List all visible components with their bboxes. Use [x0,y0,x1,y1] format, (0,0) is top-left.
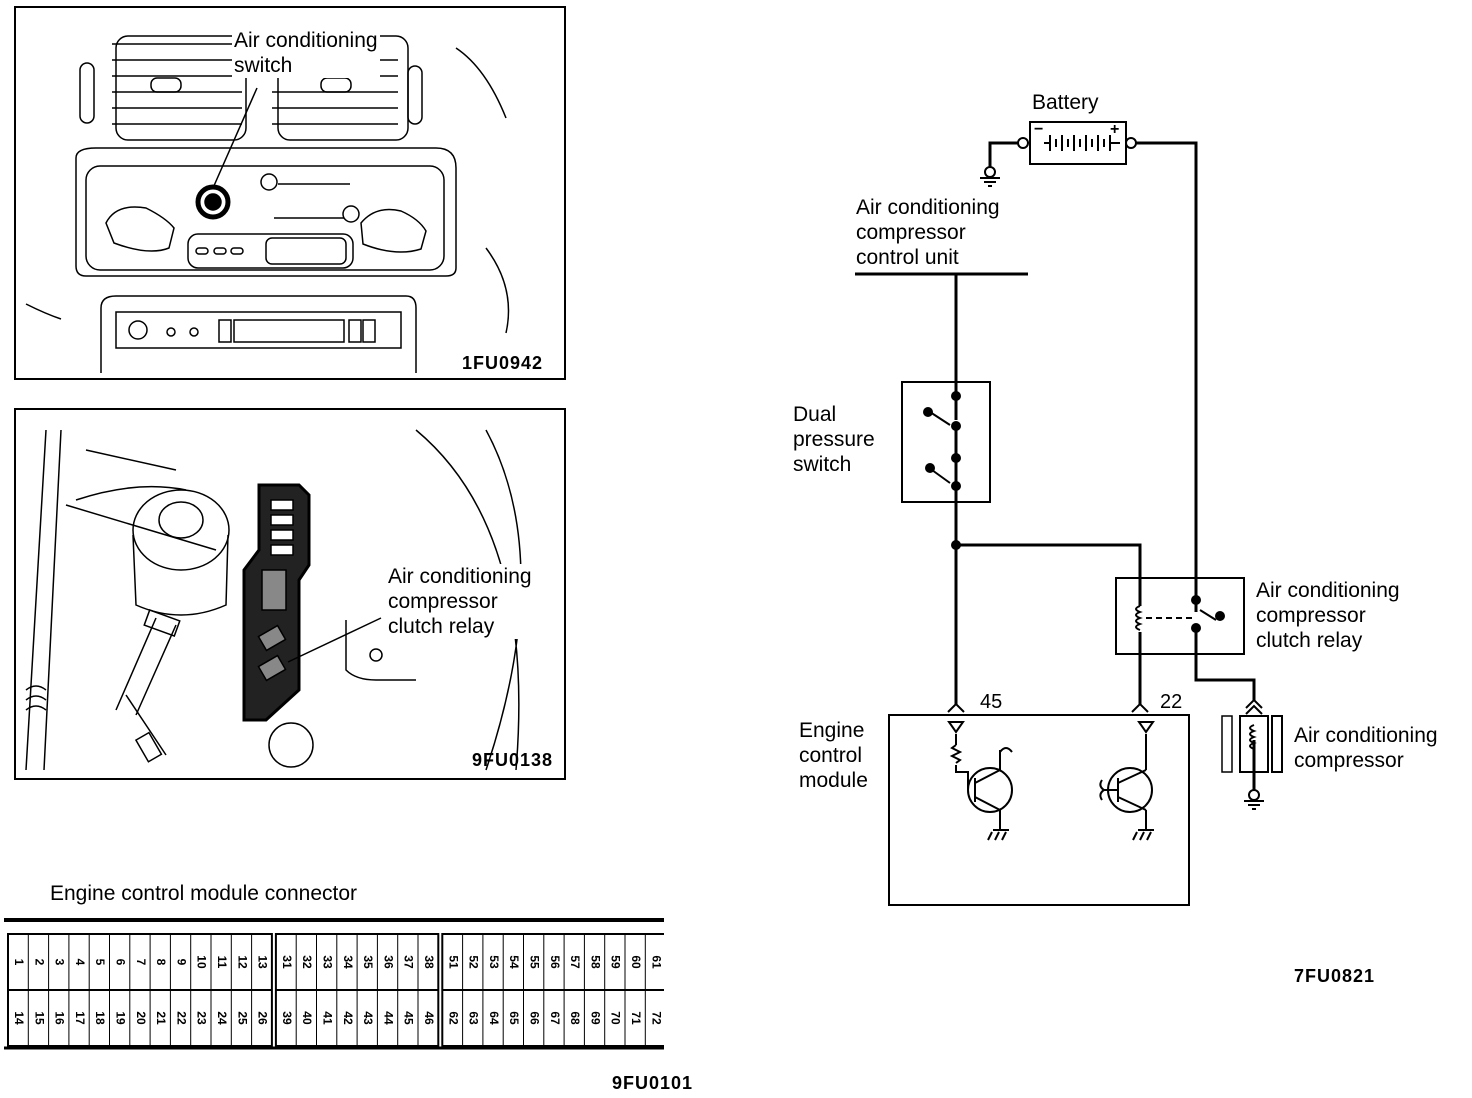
connector-pin-number: 45 [402,1011,416,1025]
connector-pin-number: 14 [12,1011,26,1025]
connector-pin-number: 39 [280,1011,294,1025]
relay-symbol [1115,577,1245,655]
connector-pin-number: 67 [548,1011,562,1025]
connector-pin-number: 44 [381,1011,395,1025]
connector-pin-number: 72 [649,1011,663,1025]
connector-pin-number: 66 [527,1011,541,1025]
pressure-switch-symbol [901,381,991,503]
connector-pin-number: 12 [235,955,249,969]
dash-illustration-panel: Air conditioning switch 1FU0942 [14,6,566,380]
connector-pin-number: 62 [446,1011,460,1025]
engine-bay-illustration-panel: Air conditioning compressor clutch relay… [14,408,566,780]
connector-pin-number: 57 [568,955,582,969]
connector-pin-number: 59 [609,955,623,969]
connector-pin-number: 61 [649,955,663,969]
battery-negative-sign: − [1034,121,1043,138]
connector-pin-number: 31 [280,955,294,969]
ac-switch-label: Air conditioning switch [232,28,380,78]
connector-pin-number: 42 [341,1011,355,1025]
connector-pin-number: 34 [341,955,355,969]
connector-pin-number: 53 [487,955,501,969]
battery-positive-sign: + [1110,121,1119,138]
connector-pin-number: 8 [154,959,168,966]
connector-pin-number: 15 [32,1011,46,1025]
figure-code: 9FU0101 [612,1073,694,1093]
connector-block: 31 39 32 40 33 41 34 42 35 43 36 44 37 45 38 46 [274,933,440,1047]
connector-pin-number: 63 [467,1011,481,1025]
ecm-pin-22-label: 22 [1160,691,1182,713]
connector-pin-number: 24 [215,1011,229,1025]
battery-symbol [1029,121,1127,165]
pressure-switch-label: Dual pressure switch [793,403,875,476]
battery-label: Battery [1032,91,1099,114]
connector-pin-number: 6 [113,959,127,966]
connector-pin-number: 51 [446,955,460,969]
figure-code: 1FU0942 [462,353,544,373]
figure-code: 7FU0821 [1294,966,1376,986]
connector-pin-number: 36 [381,955,395,969]
connector-pin-number: 35 [361,955,375,969]
connector-pin-number: 5 [93,959,107,966]
ecm-label: Engine control module [799,719,868,792]
relay-label: Air conditioning compressor clutch relay [1256,579,1400,652]
connector-pin-number: 10 [195,955,209,969]
connector-pin-number: 4 [73,959,87,966]
connector-pin-number: 25 [235,1011,249,1025]
connector-pin-number: 41 [320,1011,334,1025]
control-unit-label: Air conditioning compressor control unit [856,196,1000,269]
connector-pin-number: 23 [195,1011,209,1025]
connector-pin-number: 3 [53,959,67,966]
connector-pin-number: 33 [320,955,334,969]
connector-pin-number: 58 [588,955,602,969]
compressor-label: Air conditioning compressor [1294,724,1438,772]
connector-title: Engine control module connector [50,882,358,905]
connector-pin-number: 7 [134,959,148,966]
connector-pin-number: 22 [174,1011,188,1025]
connector-pin-number: 18 [93,1011,107,1025]
connector-pin-number: 71 [629,1011,643,1025]
connector-pin-number: 52 [467,955,481,969]
connector-pin-number: 43 [361,1011,375,1025]
connector-pin-number: 2 [32,959,46,966]
connector-block: 1 14 2 15 3 16 4 17 5 18 6 19 7 20 8 21 9 22 10 23 11 24 12 25 1… [7,933,273,1047]
connector-pin-number: 40 [300,1011,314,1025]
connector-pin-number: 11 [215,956,229,969]
connector-pin-number: 9 [174,959,188,966]
connector-block: 51 62 52 63 53 64 54 65 55 66 56 67 57 68 58 69 59 70 60 71… [441,933,667,1047]
ecm-pin-45-label: 45 [980,691,1002,713]
connector-pin-number: 46 [422,1011,436,1025]
connector-pin-number: 19 [113,1011,127,1025]
connector-pin-number: 37 [402,955,416,969]
connector-pin-number: 55 [527,955,541,969]
connector-pin-number: 70 [609,1011,623,1025]
connector-pin-number: 17 [73,1011,87,1025]
connector-pin-number: 1 [12,959,26,966]
figure-code: 9FU0138 [472,750,554,770]
connector-pin-number: 20 [134,1011,148,1025]
connector-pin-number: 13 [256,955,270,969]
ecm-symbol [888,714,1190,906]
connector-pin-number: 54 [507,955,521,969]
connector-pin-number: 68 [568,1011,582,1025]
connector-pinout: 1142153164175186197208219221023112412251… [4,918,667,1050]
connector-pin-number: 21 [154,1011,168,1025]
connector-pin-number: 69 [588,1011,602,1025]
connector-pin-number: 32 [300,955,314,969]
connector-pin-number: 26 [256,1011,270,1025]
connector-pin-number: 16 [53,1011,67,1025]
ac-clutch-relay-label: Air conditioning compressor clutch relay [386,564,534,639]
connector-pin-number: 64 [487,1011,501,1025]
connector-pin-number: 56 [548,955,562,969]
connector-pin-number: 60 [629,955,643,969]
connector-pin-number: 65 [507,1011,521,1025]
connector-pin-number: 38 [422,955,436,969]
